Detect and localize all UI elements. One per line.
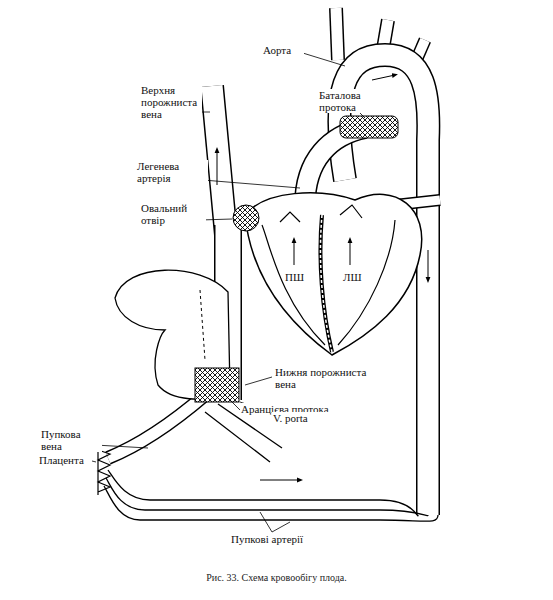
opening-label: Овальний отвір: [140, 202, 206, 226]
duct-label: Баталова протока: [318, 89, 390, 113]
figure-caption: Рис. 33. Схема кровообігу плода.: [0, 572, 553, 583]
vessel-label: Аорта: [262, 44, 304, 56]
vessel-label: Пупкова вена: [40, 428, 102, 452]
vessel-label: Легенева артерія: [136, 160, 208, 184]
vessel-label: Нижня порожниста вена: [274, 366, 376, 390]
organ-label: Плацента: [38, 454, 92, 466]
chamber-label: ЛШ: [342, 271, 366, 283]
vessel-label: V. porta: [272, 412, 334, 424]
vessel-label: Пупкові артерії: [230, 533, 342, 545]
chamber-label: ПШ: [284, 271, 308, 283]
vessel-label: Верхня порожниста вена: [140, 84, 202, 120]
